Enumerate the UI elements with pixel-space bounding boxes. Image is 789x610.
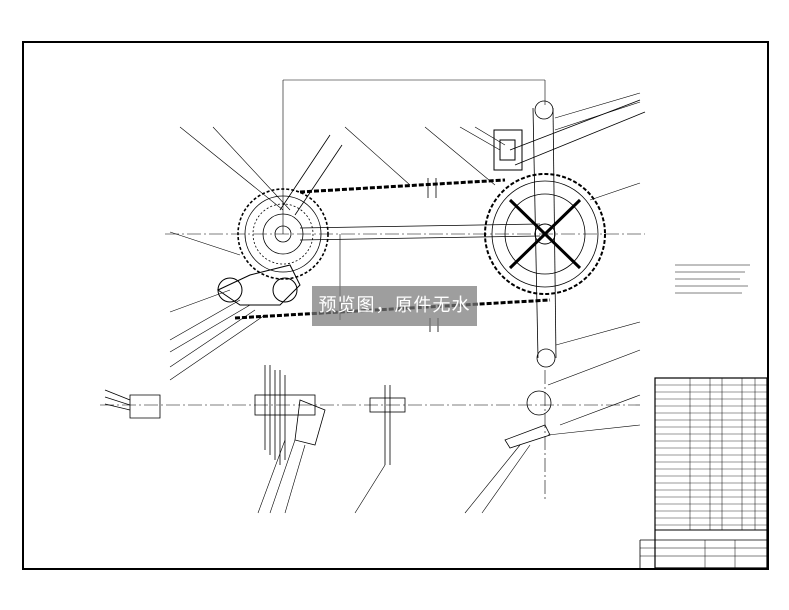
- title-block: [639, 539, 767, 568]
- section-view-pedal: [104, 389, 552, 449]
- sheet-border: [22, 41, 769, 570]
- front-chainring: [484, 173, 606, 295]
- centerlines: [100, 233, 645, 500]
- technical-notes: [675, 264, 750, 294]
- section-view-chainring: [369, 385, 406, 465]
- rear-derailleur: [216, 264, 301, 306]
- parts-list-table: [654, 377, 768, 569]
- preview-watermark: 预览图，原件无水印: [312, 286, 477, 356]
- bicycle-frame: [279, 99, 646, 368]
- parts-list-rows: [655, 384, 767, 526]
- dimension-line-top: [282, 79, 546, 234]
- leader-lines: [169, 92, 641, 514]
- section-view-hub: [254, 365, 326, 465]
- rear-cassette: [237, 188, 329, 280]
